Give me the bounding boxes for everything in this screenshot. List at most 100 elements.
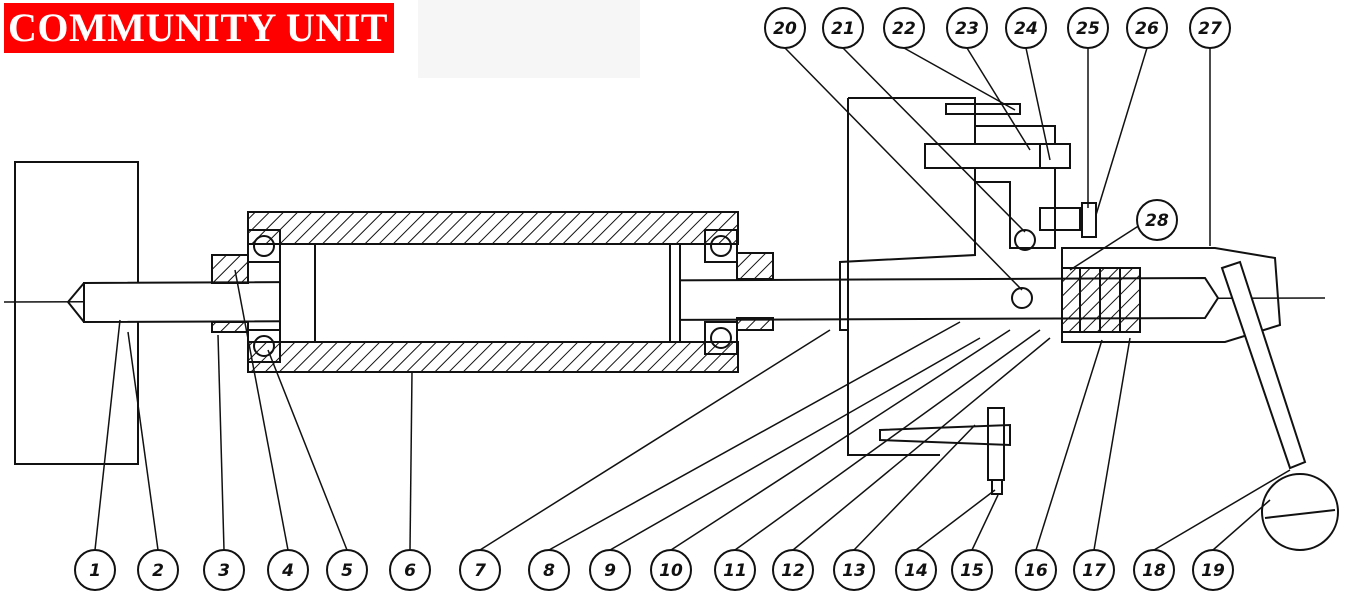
community-unit-banner: COMMUNITY UNIT [4,3,394,53]
bottom-callout-label: 4 [281,561,294,581]
leader-line [1095,47,1148,216]
leader-line [915,489,996,551]
bottom-callout-12: 12 [772,549,814,591]
bottom-callout-1: 1 [74,549,116,591]
side-callout-label: 28 [1145,211,1169,231]
top-callout-label: 25 [1076,19,1100,39]
bearing-right-top [704,229,738,263]
ball-20 [1011,287,1033,309]
leader-line [1153,469,1291,551]
bottom-callout-label: 18 [1142,561,1166,581]
leader-line [1035,339,1103,551]
ball-bearing-21 [1014,229,1036,251]
bottom-callout-label: 6 [404,561,416,581]
top-callout-label: 21 [831,19,855,39]
top-callout-24: 24 [1005,7,1047,49]
lower-washer [991,479,1003,495]
leader-line [966,47,1031,151]
collar-left-lower [211,321,249,333]
top-callout-23: 23 [946,7,988,49]
scan-patch [418,0,640,78]
spring-housing [1061,247,1282,343]
top-callout-label: 23 [955,19,979,39]
leader-line [670,329,1011,551]
lower-bolt [879,423,1011,447]
leader-line [1025,47,1051,161]
leader-line [409,371,413,551]
leader-line [734,329,1041,551]
bottom-callout-16: 16 [1015,549,1057,591]
bottom-callout-label: 1 [89,561,101,581]
leader-line [217,334,225,551]
leader-line [127,331,159,551]
bottom-callout-13: 13 [833,549,875,591]
bottom-callout-label: 10 [659,561,683,581]
leader-line [609,337,981,551]
bottom-callout-label: 19 [1201,561,1225,581]
bottom-callout-label: 13 [842,561,866,581]
rotor-housing-inner [279,243,681,343]
shaft-point [66,282,85,323]
top-callout-21: 21 [822,7,864,49]
bottom-callout-label: 7 [474,561,486,581]
top-callout-25: 25 [1067,7,1109,49]
collar-right [736,252,774,280]
leader-line [842,47,1026,233]
leader-line [479,329,831,551]
leader-line [784,47,1023,291]
top-callout-26: 26 [1126,7,1168,49]
bottom-callout-label: 3 [218,561,230,581]
leader-line [234,269,289,551]
bottom-callout-3: 3 [203,549,245,591]
top-callout-label: 27 [1198,19,1222,39]
bottom-callout-label: 5 [341,561,353,581]
bottom-callout-2: 2 [137,549,179,591]
rotor-housing-bottom [247,341,739,373]
collar-right-lower [736,317,774,331]
bearing-left-bottom [247,329,281,363]
bearing-right-bottom [704,321,738,355]
bottom-callout-17: 17 [1073,549,1115,591]
leader-line [853,424,976,551]
bottom-callout-15: 15 [951,549,993,591]
top-callout-22: 22 [883,7,925,49]
bottom-callout-8: 8 [528,549,570,591]
top-callout-27: 27 [1189,7,1231,49]
leader-line [792,337,1051,551]
leader-line [267,349,348,551]
bottom-callout-label: 14 [904,561,928,581]
bottom-callout-18: 18 [1133,549,1175,591]
bottom-callout-5: 5 [326,549,368,591]
pin-22 [945,103,1021,115]
leader-line [1212,499,1271,551]
bottom-callout-label: 16 [1024,561,1048,581]
leader-line [1093,337,1131,551]
bearing-left-top [247,229,281,263]
top-callout-label: 22 [892,19,916,39]
rotor-housing-top [247,211,739,245]
leader-line [548,321,961,551]
leader-line [903,47,1016,111]
leader-line [94,319,121,551]
bottom-callout-label: 17 [1082,561,1106,581]
bottom-callout-11: 11 [714,549,756,591]
bottom-callout-4: 4 [267,549,309,591]
lever-bolt-25 [1039,207,1081,231]
bottom-callout-label: 9 [604,561,616,581]
bottom-callout-label: 8 [543,561,555,581]
bottom-callout-14: 14 [895,549,937,591]
bottom-callout-label: 15 [960,561,984,581]
bottom-callout-label: 12 [781,561,805,581]
bottom-callout-label: 2 [152,561,164,581]
lever-arm-18 [1220,260,1307,470]
top-bolt [924,143,1071,169]
collar-left [211,254,249,284]
dial-indicator-19 [1261,473,1339,551]
leader-line [971,494,999,551]
bottom-callout-19: 19 [1192,549,1234,591]
top-callout-20: 20 [764,7,806,49]
side-callout-28: 28 [1136,199,1178,241]
bottom-callout-6: 6 [389,549,431,591]
nut-26 [1081,202,1097,238]
